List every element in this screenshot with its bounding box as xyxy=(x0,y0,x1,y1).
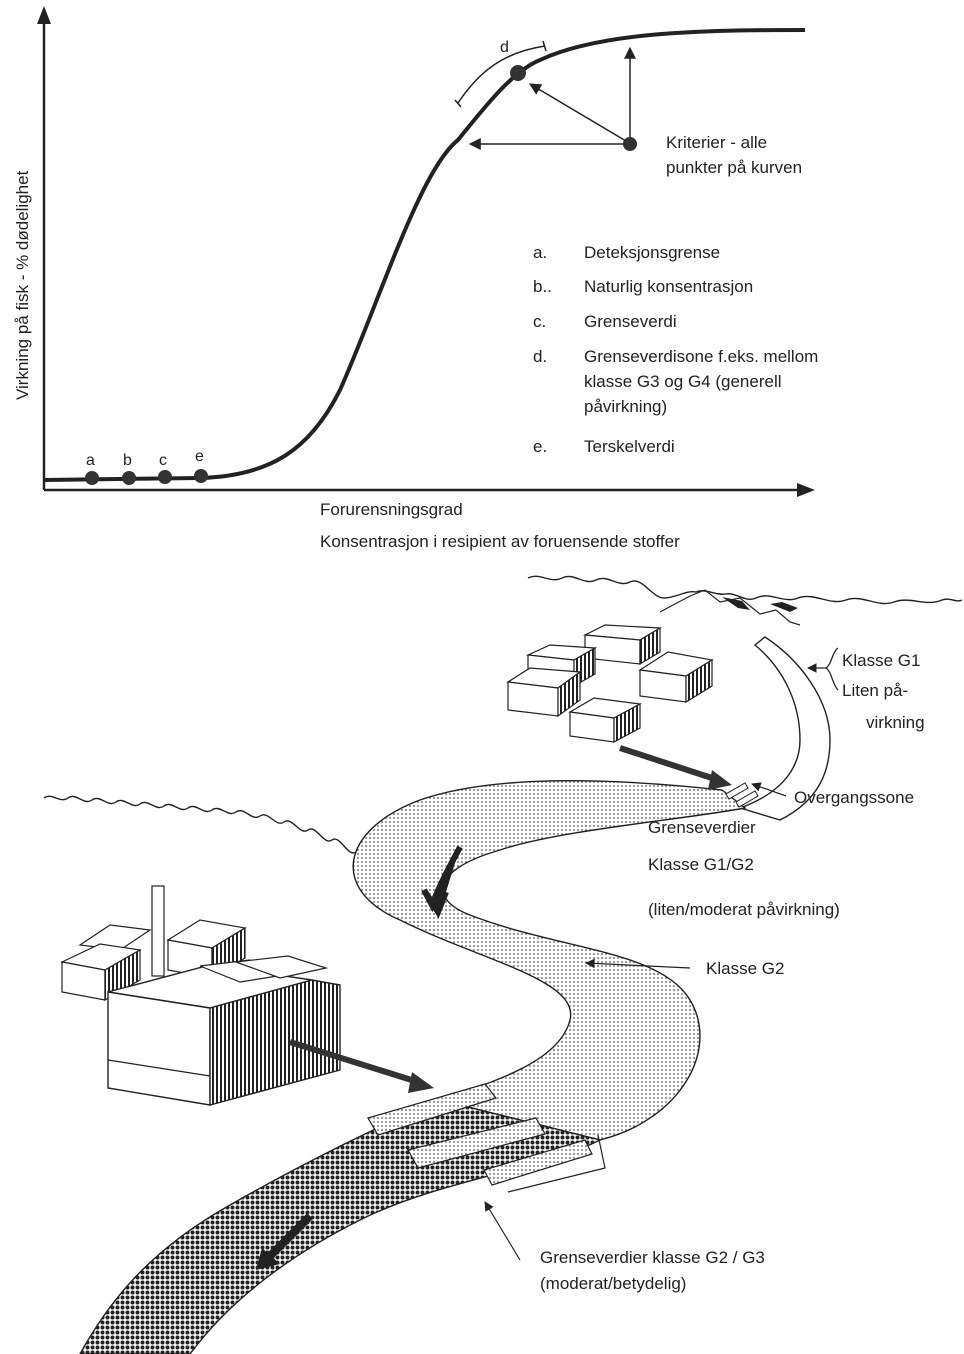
legend-text-c: Grenseverdi xyxy=(584,312,677,331)
point-c-marker xyxy=(158,470,172,484)
x-axis-label: Forurensningsgrad xyxy=(320,500,463,519)
factory-discharge-arrow xyxy=(289,1039,419,1085)
overgangssone-pointer xyxy=(751,782,787,797)
liten-pa-label: Liten på- xyxy=(842,681,908,700)
legend-key-b: b.. xyxy=(533,277,552,296)
legend-key-d: d. xyxy=(533,347,547,366)
point-e-marker xyxy=(194,469,208,483)
zone-d-tick-left xyxy=(454,99,462,108)
criteria-arrow-diagonal xyxy=(528,83,627,142)
klasse-g1-label: Klasse G1 xyxy=(842,651,920,670)
x-axis-sublabel: Konsentrasjon i resipient av foruensende… xyxy=(320,532,680,551)
factory-discharge-arrowhead xyxy=(408,1072,434,1093)
g2-g3-threshold-bands xyxy=(367,1083,606,1193)
house xyxy=(568,697,642,744)
point-d-label: d xyxy=(500,39,509,56)
point-a-marker xyxy=(85,471,99,485)
village-discharge-arrowhead xyxy=(708,770,732,790)
g2-g3-label: Grenseverdier klasse G2 / G3 xyxy=(540,1248,765,1267)
house xyxy=(506,667,582,718)
y-axis-arrowhead xyxy=(37,6,51,24)
grenseverdier-label: Grenseverdier xyxy=(648,818,756,837)
point-b-label: b xyxy=(123,452,132,469)
liten-moderat-label: (liten/moderat påvirkning) xyxy=(648,900,840,919)
legend-text-d-3: påvirkning) xyxy=(584,397,667,416)
zone-d-bracket xyxy=(457,45,546,104)
zone-d-tick-right xyxy=(542,40,547,52)
upper-horizon-line xyxy=(527,575,963,605)
point-c-label: c xyxy=(159,452,167,469)
dose-response-chart: a b c e d Kriterier - alle punkter på ku… xyxy=(13,6,818,551)
house xyxy=(582,624,662,666)
legend-text-a: Deteksjonsgrense xyxy=(584,243,720,262)
legend-key-a: a. xyxy=(533,243,547,262)
criteria-line-2: punkter på kurven xyxy=(666,158,802,177)
flow-arrow-lower xyxy=(265,1213,313,1261)
overgangssone-marks xyxy=(725,782,759,808)
dose-response-curve xyxy=(43,28,806,482)
legend-text-e: Terskelverdi xyxy=(584,437,675,456)
factory xyxy=(60,885,341,1106)
village xyxy=(506,624,714,744)
legend-key-c: c. xyxy=(533,312,546,331)
house xyxy=(638,651,714,704)
klasse-g2-label: Klasse G2 xyxy=(706,959,784,978)
point-e-label: e xyxy=(195,448,204,465)
factory-main-building xyxy=(107,955,341,1106)
criteria-point xyxy=(623,137,637,151)
legend-text-d-2: klasse G3 og G4 (generell xyxy=(584,372,782,391)
legend-key-e: e. xyxy=(533,437,547,456)
village-discharge-arrow xyxy=(619,745,719,783)
point-a-label: a xyxy=(86,452,95,469)
criteria-line-1: Kriterier - alle xyxy=(666,133,767,152)
y-axis-label: Virkning på fisk - % dødelighet xyxy=(13,170,32,400)
chimney xyxy=(151,885,165,977)
flow-arrow-lower-head xyxy=(256,1248,280,1270)
chart-legend: a. Deteksjonsgrense b.. Naturlig konsent… xyxy=(533,243,818,456)
mountain-snow-1 xyxy=(722,597,750,610)
klasse-g1-g2-label: Klasse G1/G2 xyxy=(648,855,754,874)
klasse-g2-pointer xyxy=(585,958,691,969)
g2-g3-pointer xyxy=(484,1201,521,1261)
mountain-peak xyxy=(659,589,801,626)
river-upper-white xyxy=(737,636,831,821)
flow-arrow-middle xyxy=(421,845,463,919)
river-illustration: Klasse G1 Liten på- virkning Overgangsso… xyxy=(43,575,963,1354)
factory-house-1 xyxy=(60,924,152,1002)
x-axis-arrowhead xyxy=(797,483,815,497)
point-d-marker xyxy=(510,65,526,81)
moderat-betydelig-label: (moderat/betydelig) xyxy=(540,1274,686,1293)
legend-text-d-1: Grenseverdisone f.eks. mellom xyxy=(584,347,818,366)
point-b-marker xyxy=(122,471,136,485)
mountain-snow-2 xyxy=(770,602,798,612)
klasse-g1-brace xyxy=(824,647,839,691)
overgangssone-label: Overgangssone xyxy=(794,788,914,807)
virkning-label: virkning xyxy=(866,713,925,732)
legend-text-b: Naturlig konsentrasjon xyxy=(584,277,753,296)
